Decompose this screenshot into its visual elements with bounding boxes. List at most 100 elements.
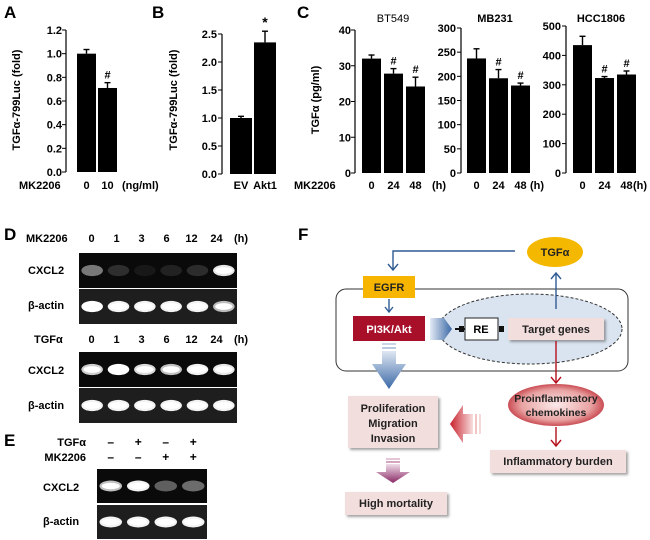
lane-label: 12 xyxy=(185,334,197,346)
gel-d-top-unit: (h) xyxy=(234,233,248,245)
condition-sign: – xyxy=(162,435,169,449)
target-chemokines-arrow-head xyxy=(550,376,562,385)
y-tick-label: 0 xyxy=(450,168,456,180)
y-tick-label: 0.5 xyxy=(202,141,217,153)
pi3k-akt-label: PI3K/Akt xyxy=(366,324,412,336)
gel-d-bottom-unit: (h) xyxy=(234,334,248,346)
gel-band-core xyxy=(156,518,175,526)
gel-e-cond1-label: TGFα xyxy=(57,437,86,449)
gel-row xyxy=(79,388,237,423)
lane-label: 1 xyxy=(113,334,119,346)
gel-band-core xyxy=(83,402,101,409)
bar xyxy=(406,86,425,173)
gel-band-core xyxy=(109,303,128,310)
proliferation-to-mortality-arrow xyxy=(376,464,410,483)
y-tick-label: 200 xyxy=(543,109,561,121)
condition-sign: + xyxy=(190,450,197,464)
chart-title-hcc1806: HCC1806 xyxy=(577,13,625,25)
lane-label: 6 xyxy=(163,233,169,245)
purple-arrow-stripe-2 xyxy=(386,461,400,463)
gel-band-core xyxy=(136,366,154,373)
gel-e: TGFα MK2206 –+–+––++ CXCL2 β-actin xyxy=(43,435,207,539)
x-tick-label: 0 xyxy=(579,180,585,192)
x-prefix-a: MK2206 xyxy=(19,180,61,192)
x-tick-label: 48 xyxy=(514,180,526,192)
y-tick-label: 300 xyxy=(543,80,561,92)
lane-label: 1 xyxy=(113,233,119,245)
pi3k-akt-node xyxy=(353,316,425,341)
y-tick-label: 2.5 xyxy=(202,29,217,41)
y-tick-label: 0 xyxy=(345,168,351,180)
bar xyxy=(77,53,96,172)
egfr-node xyxy=(363,276,415,298)
y-tick-label: 1.2 xyxy=(47,25,62,37)
lane-label: 24 xyxy=(210,334,223,346)
high-mortality-node xyxy=(345,492,447,515)
gel-band-core xyxy=(215,402,233,409)
lane-label: 6 xyxy=(163,334,169,346)
condition-sign: + xyxy=(190,435,197,449)
gel-band-core xyxy=(129,518,148,526)
x-unit-c1: (h) xyxy=(432,180,446,192)
gel-e-row1-label: CXCL2 xyxy=(43,482,79,494)
y-axis-label-b: TGFα-799Luc (fold) xyxy=(168,49,180,150)
y-tick-label: 20 xyxy=(339,97,351,109)
x-tick-label: 0 xyxy=(473,180,479,192)
inflammatory-burden-label: Inflammatory burden xyxy=(503,456,613,468)
gel-band-core xyxy=(109,402,128,409)
y-tick-label: 1.0 xyxy=(202,113,217,125)
gel-band-core xyxy=(83,366,101,373)
y-tick-label: 0.6 xyxy=(47,96,62,108)
gel-band-core xyxy=(129,482,148,490)
bar xyxy=(230,118,252,174)
high-mortality-label: High mortality xyxy=(359,498,434,510)
chart-title-bt549: BT549 xyxy=(377,13,409,25)
x-tick-label: 0 xyxy=(368,180,374,192)
re-label: RE xyxy=(473,324,488,336)
panel-label-c: C xyxy=(297,3,309,22)
gel-d-top-row2-label: β-actin xyxy=(28,300,64,312)
egfr-pi3k-arrow-head xyxy=(384,306,394,314)
gel-d-top-row1-label: CXCL2 xyxy=(28,265,64,277)
condition-sign: – xyxy=(107,450,114,464)
gel-band-core xyxy=(184,518,203,526)
y-tick-label: 0.8 xyxy=(47,72,62,84)
gel-d-bottom-row2-label: β-actin xyxy=(28,400,64,412)
gel-d-bottom-treatment: TGFα xyxy=(34,334,63,346)
proliferation-line2: Migration xyxy=(368,418,418,430)
chart-title-mb231: MB231 xyxy=(477,13,512,25)
x-tick-label: EV xyxy=(234,180,249,192)
gel-e-cond2-label: MK2206 xyxy=(44,452,86,464)
y-tick-label: 30 xyxy=(339,61,351,73)
bar xyxy=(254,42,276,175)
gel-band xyxy=(134,264,156,277)
x-unit-c3: (h) xyxy=(633,180,647,192)
y-tick-label: 500 xyxy=(543,21,561,33)
x-tick-label: 10 xyxy=(101,180,113,192)
x-unit-a: (ng/ml) xyxy=(122,180,159,192)
y-tick-label: 300 xyxy=(438,23,456,35)
purple-arrow-stripe-1 xyxy=(386,458,400,460)
gel-band xyxy=(81,264,103,277)
lane-label: 0 xyxy=(88,233,94,245)
x-tick-label: 0 xyxy=(83,180,89,192)
gel-band-core xyxy=(136,303,154,310)
gel-band-core xyxy=(162,366,180,373)
gel-band xyxy=(186,264,209,277)
gel-band-core xyxy=(83,303,101,310)
gel-band-core xyxy=(215,303,233,310)
significance-marker: # xyxy=(104,70,110,82)
y-tick-label: 100 xyxy=(543,139,561,151)
bar xyxy=(467,58,486,174)
secretion-arrow-head xyxy=(550,271,562,280)
significance-marker: * xyxy=(262,14,268,30)
gel-band-core xyxy=(215,366,233,373)
gel-band-core xyxy=(101,482,120,490)
gel-band-core xyxy=(215,267,233,274)
y-tick-label: 50 xyxy=(444,144,456,156)
condition-sign: – xyxy=(107,435,114,449)
red-left-arrow-stripe-1 xyxy=(475,414,477,434)
